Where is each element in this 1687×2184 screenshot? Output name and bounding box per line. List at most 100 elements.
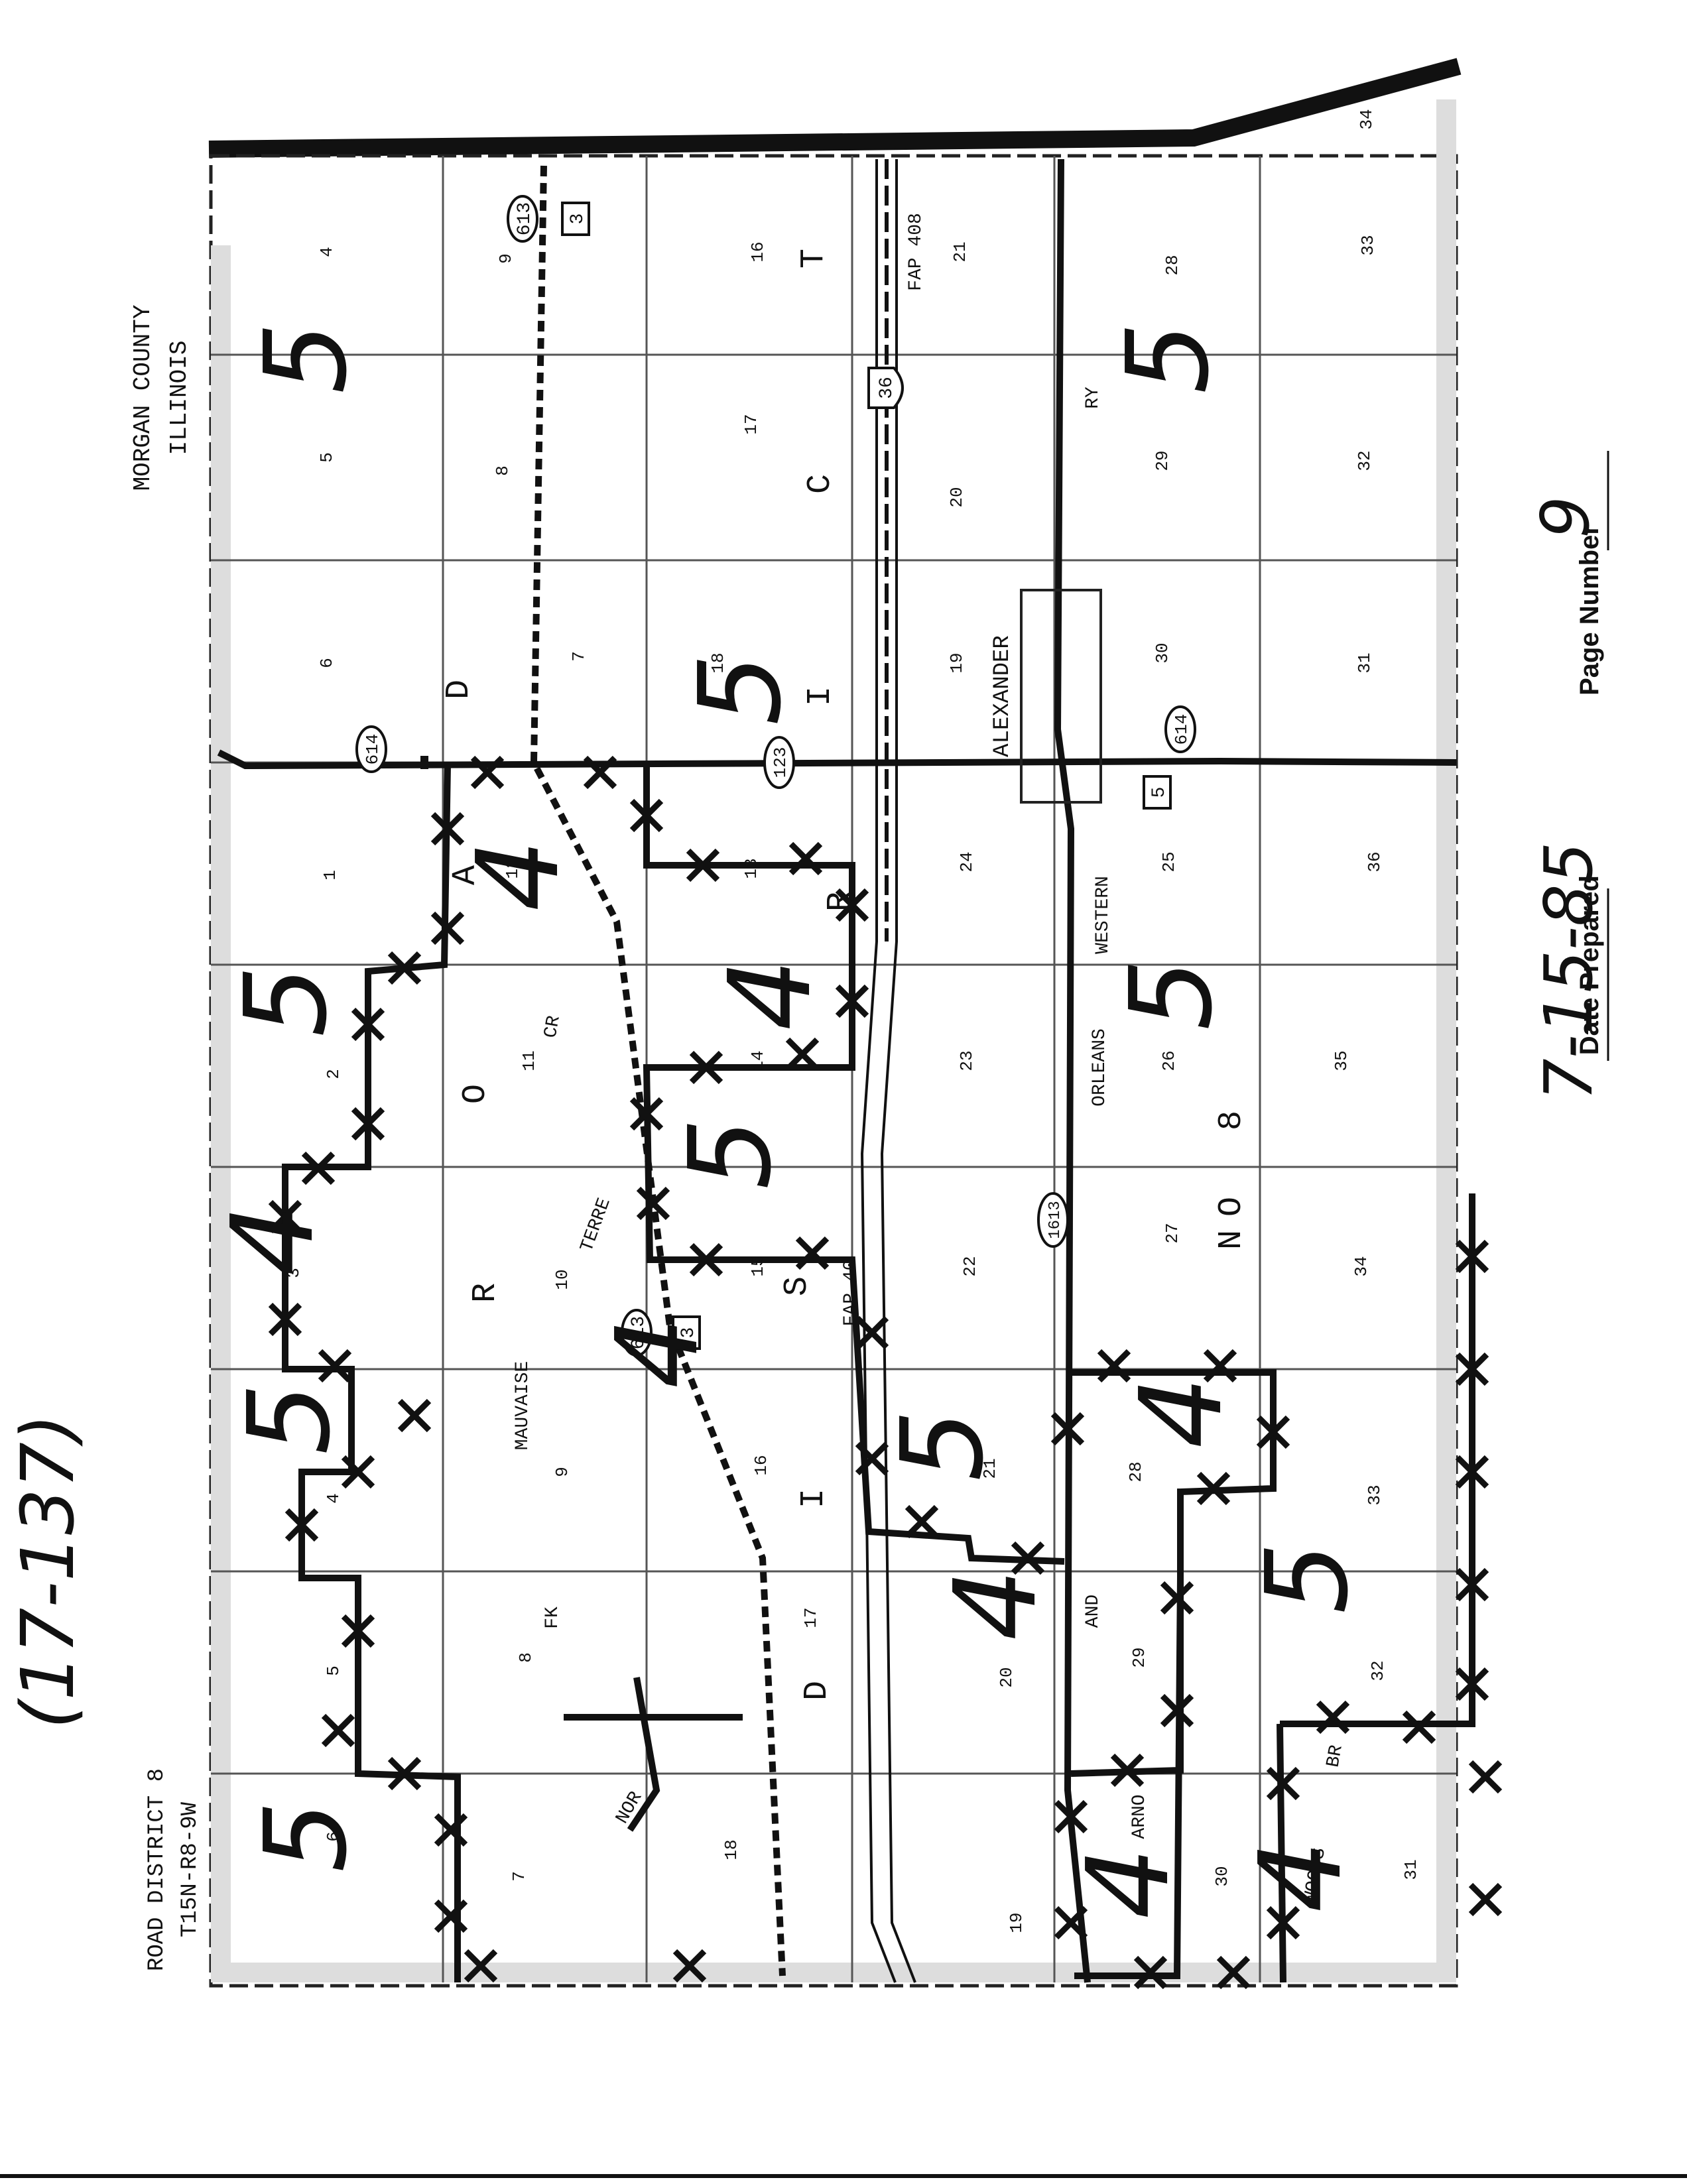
label-mauvaise: MAUVAISE (513, 1361, 533, 1450)
sec-27: 27 (1162, 1223, 1182, 1243)
district-boundary-east (1070, 1193, 1475, 1983)
sec-4-n: 4 (317, 247, 337, 257)
alexander-town-block (1020, 589, 1102, 804)
sec-31-s: 31 (1401, 1859, 1421, 1880)
hand-5-j: 5 (241, 1801, 372, 1872)
letter-o-2: O (1213, 1197, 1251, 1217)
letter-s: S (779, 1276, 816, 1296)
sec-18-n: 18 (708, 652, 728, 673)
sec-20-n: 20 (947, 487, 967, 507)
shield-1613: 1613 (1046, 1201, 1064, 1239)
letter-o: O (457, 1084, 495, 1104)
sec-15: 15 (748, 1256, 768, 1276)
sec-7-n: 7 (569, 651, 589, 662)
sec-8-s: 8 (516, 1652, 536, 1663)
page-value: 9 (1527, 496, 1604, 538)
hand-4-g: 4 (1235, 1841, 1367, 1912)
shield-614-west: 614 (363, 734, 383, 765)
sec-5-n: 5 (317, 452, 337, 463)
sec-4-s: 4 (324, 1493, 344, 1504)
letter-d-north: D (440, 680, 478, 699)
sec-24: 24 (957, 851, 977, 872)
hand-4-f: 4 (930, 1569, 1062, 1640)
shaded-edge-bottom (211, 1963, 1456, 1982)
sec-21-n: 21 (950, 241, 970, 262)
hand-4-e: 4 (1116, 1376, 1247, 1448)
sec-32-s: 32 (1368, 1660, 1388, 1681)
sec-26: 26 (1159, 1050, 1179, 1071)
township-title: T15N-R8-9W (178, 1801, 203, 1937)
letter-c: C (802, 474, 840, 494)
sec-29-s: 29 (1129, 1647, 1149, 1668)
section-numbers: 4 5 6 1 2 3 4 5 6 9 8 7 12 11 10 9 8 7 1… (284, 109, 1421, 1933)
north-boundary-line (208, 58, 1462, 158)
hand-5-h: 5 (877, 1410, 1009, 1481)
letter-d-south: D (798, 1681, 836, 1701)
letter-t: T (795, 249, 833, 269)
hand-4-a: 4 (453, 839, 584, 911)
sec-16-n: 16 (748, 241, 768, 262)
sec-30-n: 30 (1153, 642, 1172, 663)
sec-14: 14 (748, 1050, 768, 1071)
district-boundary-west (282, 765, 461, 1982)
label-ry: RY (1083, 387, 1103, 409)
state-title: ILLINOIS (166, 341, 193, 455)
sec-5-s: 5 (324, 1666, 344, 1676)
letter-i-north: I (802, 686, 840, 706)
sec-28-s: 28 (1126, 1461, 1146, 1482)
hand-5-f: 5 (665, 1118, 796, 1189)
shield-614-east: 614 (1172, 714, 1192, 745)
route-shields: 613 3 36 123 614 614 5 613 (355, 195, 1196, 1357)
shaded-edge-right (1436, 99, 1456, 1982)
hand-5-i: 5 (1242, 1542, 1373, 1614)
box-5: 5 (1149, 787, 1170, 798)
date-value: 7-15-85 (1530, 842, 1607, 1101)
sec-17-s: 17 (801, 1607, 821, 1628)
sec-19-n: 19 (947, 652, 967, 673)
date-label: Date Prepared (1575, 875, 1604, 1055)
letter-i-south: I (795, 1488, 833, 1508)
sec-3: 3 (284, 1268, 304, 1278)
letter-a: A (447, 865, 485, 885)
label-br: BR (1323, 1743, 1347, 1769)
letter-r-west: R (467, 1283, 505, 1303)
sec-12: 12 (503, 858, 523, 879)
sec-31-n: 31 (1355, 652, 1375, 673)
boundary-x-marks (268, 755, 1503, 1990)
hand-4-c: 4 (208, 1204, 339, 1276)
sec-33-n: 33 (1358, 235, 1378, 255)
hand-5-e: 5 (1106, 959, 1237, 1030)
sec-10: 10 (552, 1269, 572, 1290)
route-613-rail (530, 165, 786, 1976)
sec-13: 13 (741, 858, 761, 879)
label-terre: TERRE (577, 1195, 615, 1255)
letter-n: N (1213, 1230, 1251, 1250)
district-title: ROAD DISTRICT 8 (145, 1768, 170, 1971)
label-and: AND (1083, 1595, 1103, 1628)
hand-5-g: 5 (224, 1383, 355, 1455)
sec-6-s: 6 (324, 1831, 344, 1842)
sec-35: 35 (1332, 1050, 1351, 1071)
label-western: WESTERN (1093, 876, 1113, 954)
township-road-heavy (217, 749, 1457, 770)
place-alexander: ALEXANDER (990, 635, 1015, 757)
sec-34-s: 34 (1351, 1256, 1371, 1276)
sec-9-n: 9 (496, 253, 516, 264)
sec-34-corner: 34 (1357, 109, 1377, 129)
label-fap-408: FAP 408 (906, 213, 926, 291)
sec-32-n: 32 (1355, 450, 1375, 471)
hand-5-c: 5 (675, 654, 806, 725)
page-label: Page Number (1575, 524, 1604, 696)
shield-613-north: 613 (515, 202, 535, 235)
hand-5-b: 5 (1103, 322, 1234, 394)
hand-4-h: 4 (1063, 1847, 1194, 1919)
county-title: MORGAN COUNTY (129, 305, 156, 491)
hand-5-d: 5 (221, 965, 352, 1037)
sec-21-s: 21 (980, 1458, 1000, 1479)
interstate-fap-408 (860, 159, 916, 1983)
sec-23: 23 (957, 1050, 977, 1071)
label-fk: FK (542, 1607, 563, 1629)
sec-19-s: 19 (1007, 1912, 1027, 1933)
sec-28-n: 28 (1162, 255, 1182, 275)
